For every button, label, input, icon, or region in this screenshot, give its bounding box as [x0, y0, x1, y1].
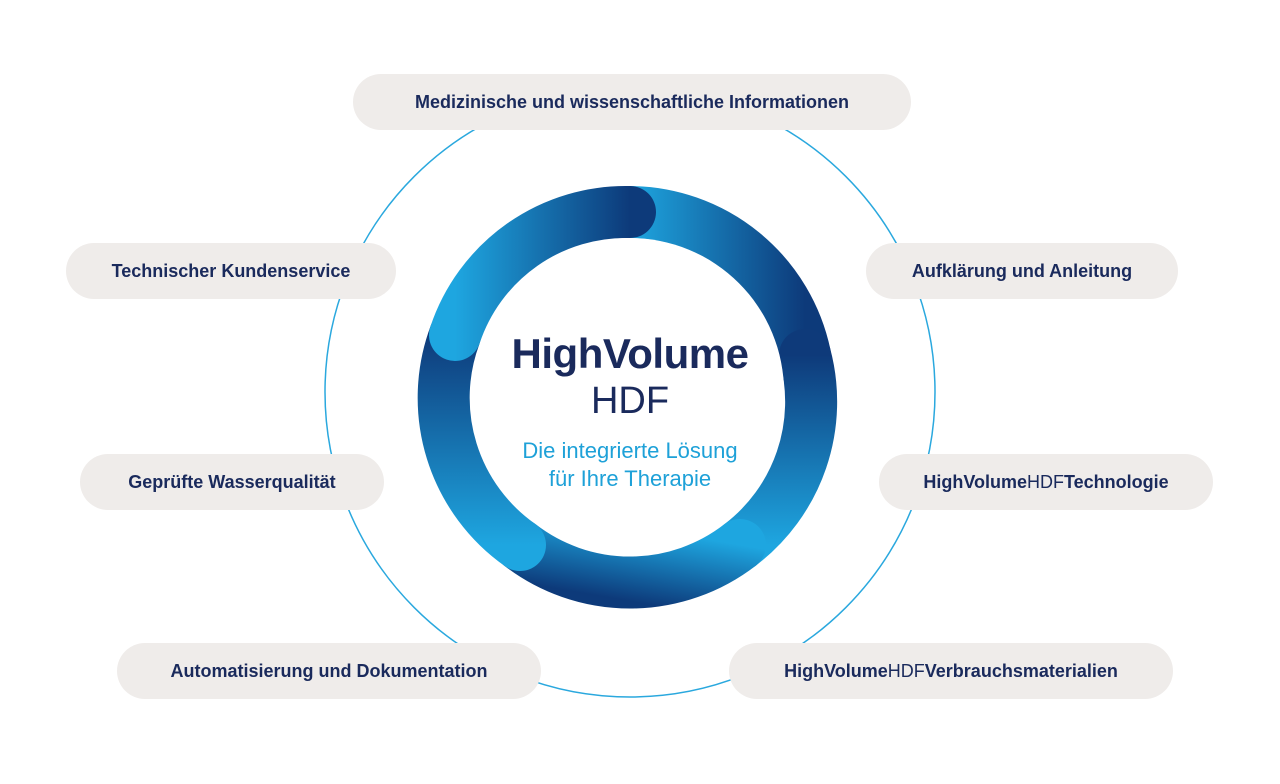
pill-label: Technischer Kundenservice	[111, 260, 351, 281]
center-tagline-line2: für Ihre Therapie	[548, 466, 712, 491]
pill-automation: Automatisierung und Dokumentation	[117, 643, 541, 699]
pill-water-quality: Geprüfte Wasserqualität	[80, 454, 384, 510]
pill-label: Medizinische und wissenschaftliche Infor…	[414, 91, 850, 112]
ring-segment-right	[714, 329, 838, 571]
pill-label: Aufklärung und Anleitung	[911, 260, 1133, 281]
center-tagline-line1: Die integrierte Lösung	[522, 438, 738, 463]
center-subtitle: HDF	[590, 380, 670, 422]
pill-medical-info: Medizinische und wissenschaftliche Infor…	[353, 74, 911, 130]
pill-label-rest: Verbrauchsmaterialien	[924, 660, 1118, 681]
pill-education: Aufklärung und Anleitung	[866, 243, 1178, 299]
pill-label-rest: Technologie	[1064, 471, 1169, 492]
pill-label: Geprüfte Wasserqualität	[128, 471, 336, 492]
ring-segment-bottom	[494, 519, 766, 609]
pill-label-bold: HighVolume	[784, 660, 888, 681]
pill-label-light: HDF	[887, 660, 925, 681]
ring-segment-top-left	[429, 185, 656, 361]
pill-label-light: HDF	[1027, 471, 1064, 492]
ring-segment-left	[417, 309, 546, 571]
ring-segment-top-right	[604, 186, 831, 381]
pill-technical-service: Technischer Kundenservice	[66, 243, 396, 299]
pill-label-bold: HighVolume	[923, 471, 1027, 492]
center-disc	[476, 238, 784, 546]
center-title: HighVolume	[511, 330, 749, 377]
pill-label: Automatisierung und Dokumentation	[170, 660, 488, 681]
